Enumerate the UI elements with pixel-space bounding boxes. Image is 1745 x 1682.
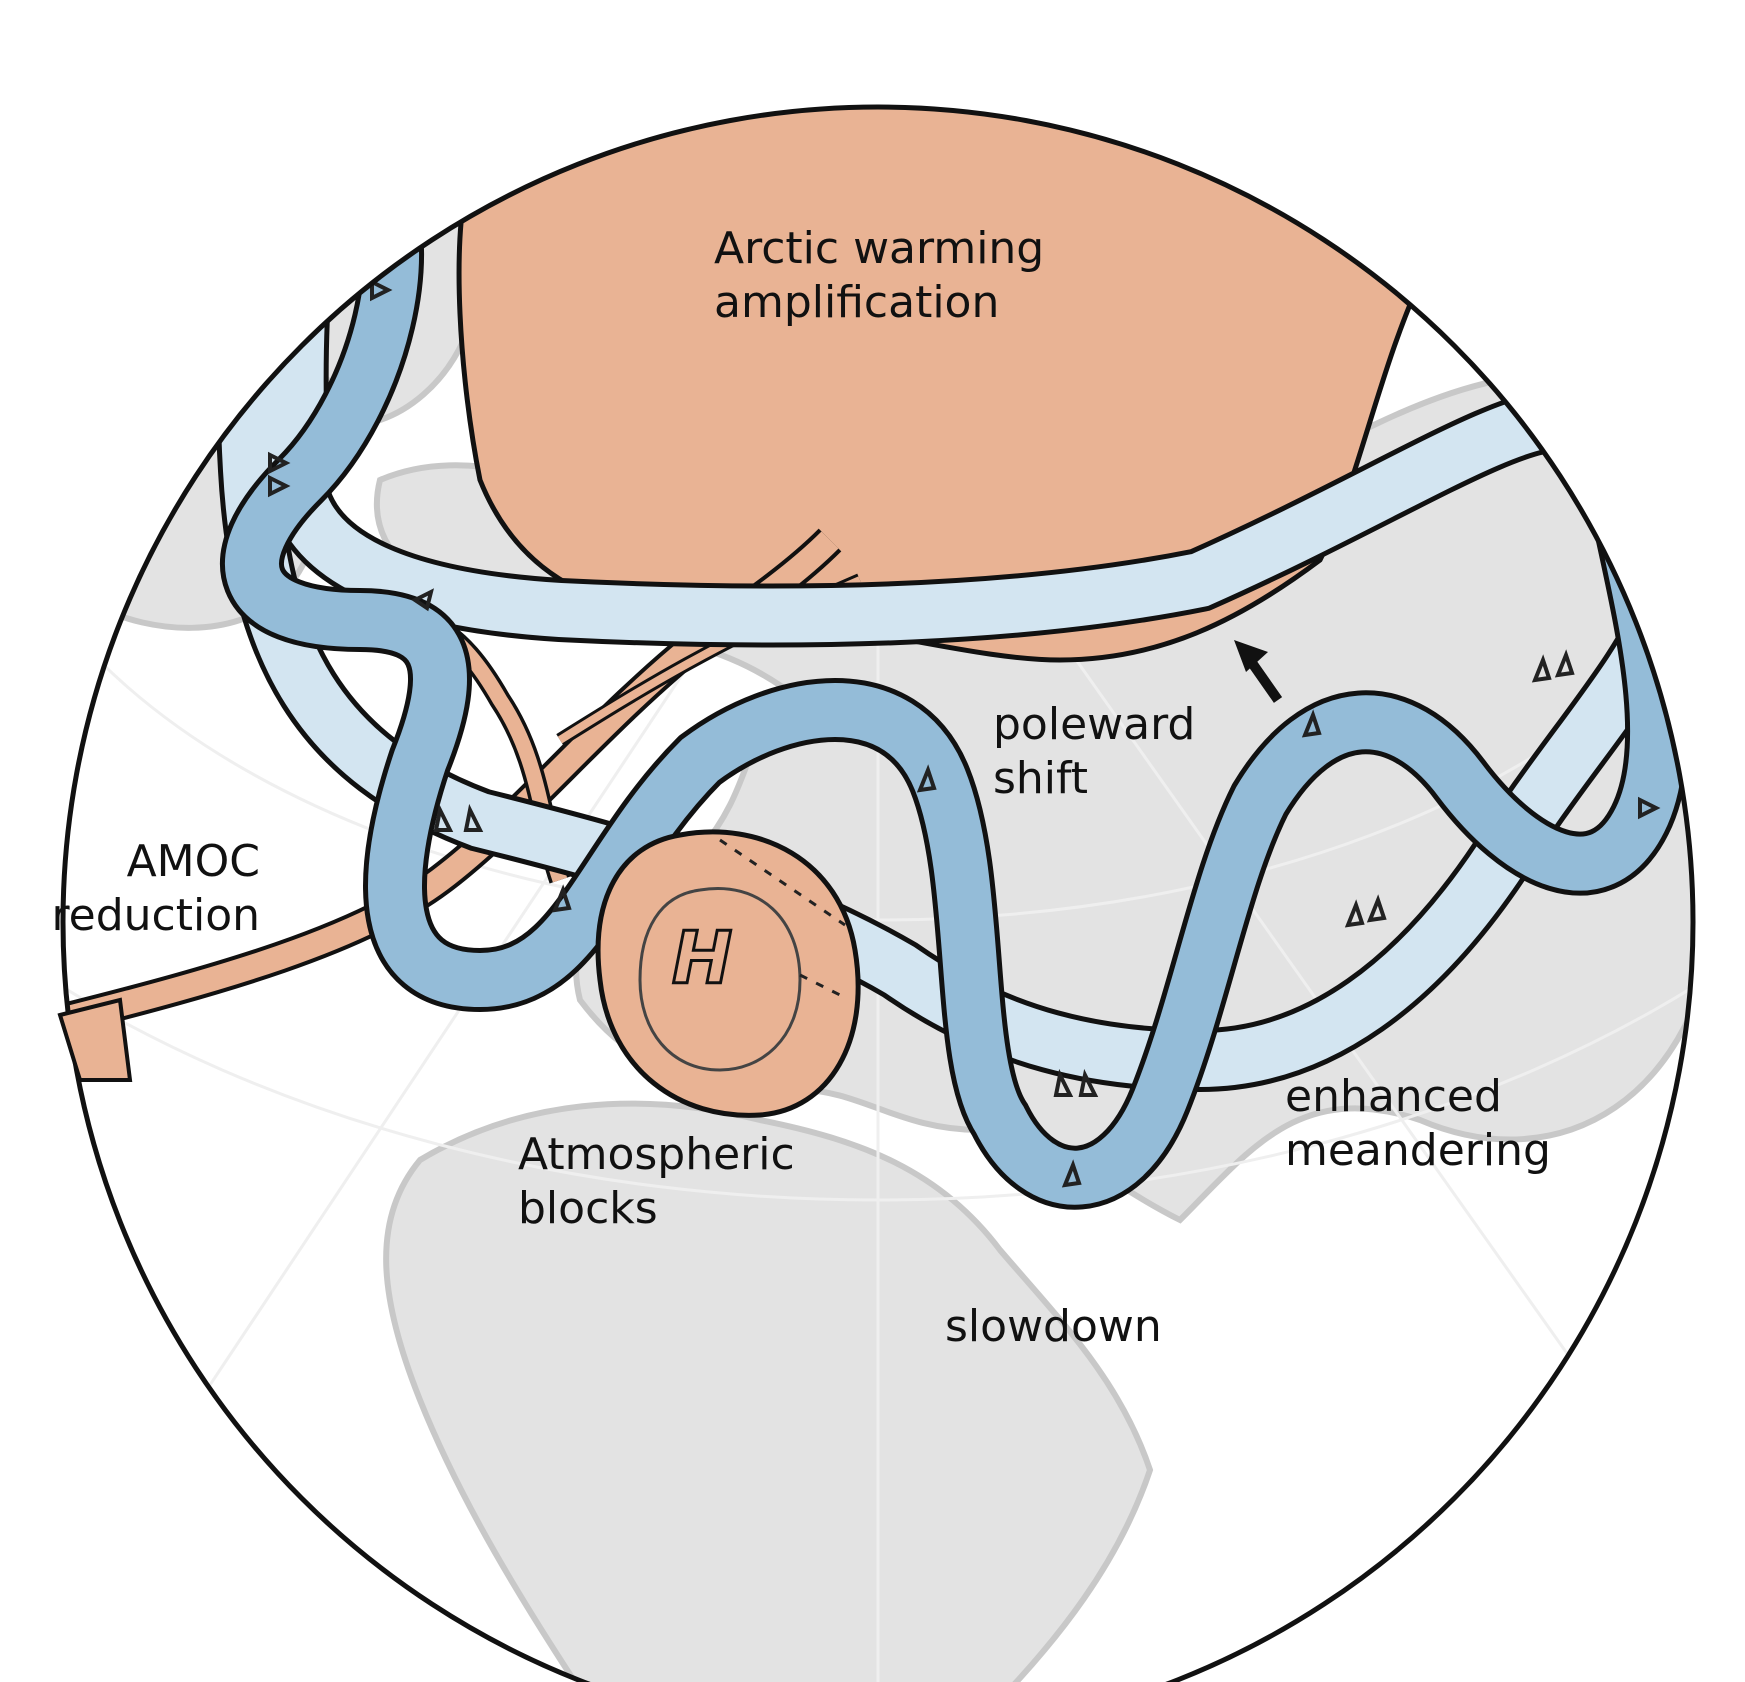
flow-arrow-icon: [1053, 1068, 1099, 1097]
flow-arrow-icon: [433, 803, 484, 832]
label-line: amplification: [714, 277, 1000, 328]
label-line: meandering: [1285, 1125, 1551, 1176]
flow-arrow-icon: [551, 884, 572, 913]
flow-arrow-icon: [268, 451, 291, 498]
amoc-tail: [57, 997, 133, 1082]
land-africa: [383, 1100, 1154, 1682]
label-amoc-reduction: AMOC reduction: [14, 835, 260, 943]
label-atmospheric-blocks: Atmospheric blocks: [518, 1128, 795, 1236]
label-arctic-warming: Arctic warming amplification: [714, 222, 1044, 330]
atmospheric-block: [595, 829, 861, 1118]
flow-markers: [268, 278, 1661, 1188]
flow-arrow-icon: [916, 764, 937, 793]
label-slowdown: slowdown: [945, 1300, 1162, 1354]
high-pressure-label: H: [670, 916, 733, 1000]
flow-arrow-icon: [1531, 649, 1575, 683]
label-line: AMOC: [126, 836, 260, 887]
label-poleward-shift: poleward shift: [993, 698, 1195, 806]
globe-outline: [60, 104, 1696, 1682]
poleward-arrow-icon: [1234, 640, 1283, 703]
flow-arrow-icon: [1061, 1159, 1082, 1188]
flow-arrow-icon: [1301, 709, 1322, 738]
label-enhanced-meandering: enhanced meandering: [1285, 1070, 1551, 1178]
flow-arrow-icon: [1638, 796, 1661, 820]
label-line: poleward: [993, 699, 1196, 750]
flow-arrow-icon: [370, 278, 393, 302]
label-line: blocks: [518, 1183, 658, 1234]
label-line: Arctic warming: [714, 223, 1045, 274]
label-line: slowdown: [945, 1301, 1162, 1352]
label-line: enhanced: [1285, 1071, 1502, 1122]
flow-arrow-icon: [1344, 894, 1387, 928]
flow-arrow-icon: [411, 588, 434, 612]
label-line: reduction: [51, 890, 260, 941]
label-line: Atmospheric: [518, 1129, 795, 1180]
label-line: shift: [993, 753, 1089, 804]
arctic-warming-region: [456, 107, 1433, 663]
